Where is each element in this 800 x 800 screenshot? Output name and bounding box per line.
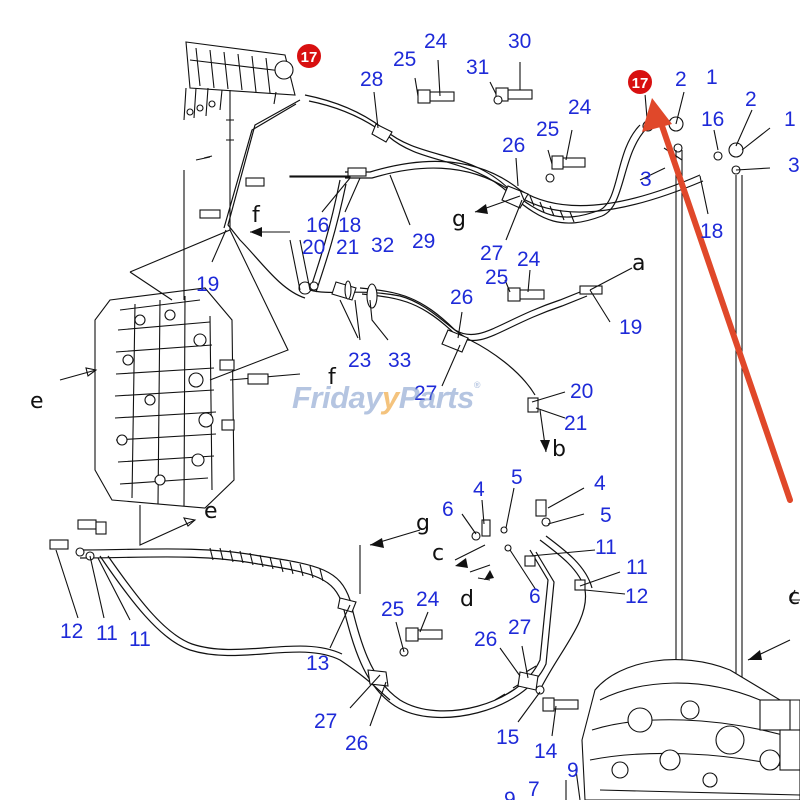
part-label: 16 <box>701 108 724 131</box>
part-label: 25 <box>536 118 559 141</box>
part-label: 26 <box>450 286 473 309</box>
part-label: 23 <box>348 349 371 372</box>
part-label: 18 <box>700 220 723 243</box>
part-label: 1 <box>784 108 796 131</box>
arrow-leaders-bottom <box>359 529 791 661</box>
hoses-top <box>223 94 704 396</box>
part-label: 20 <box>302 236 325 259</box>
hose-guard-top <box>519 189 575 223</box>
part-label: 25 <box>381 598 404 621</box>
part-label: 13 <box>306 652 329 675</box>
part-label: 11 <box>129 628 151 651</box>
part-label: 19 <box>196 273 219 296</box>
part-label: 18 <box>338 214 361 237</box>
ref-letter: e <box>30 389 44 414</box>
svg-text:17: 17 <box>632 75 649 92</box>
part-label: 4 <box>473 478 485 501</box>
part-label: 33 <box>388 349 411 372</box>
part-label: 28 <box>360 68 383 91</box>
leader-lines-top <box>211 59 771 419</box>
hose-guard-bottom <box>209 547 324 582</box>
part-label: 24 <box>424 30 448 53</box>
part-label: 24 <box>416 588 440 611</box>
part-label: 5 <box>600 504 612 527</box>
part-labels: 24 30 25 31 28 2 1 2 1 24 25 26 16 3 3 3… <box>60 30 800 800</box>
ref-letter: c <box>432 541 444 566</box>
part-label: 9 <box>504 788 516 800</box>
pump-leader-lines <box>675 150 743 690</box>
part-label: 2 <box>745 88 757 111</box>
part-label: 9 <box>567 759 579 782</box>
part-label: 4 <box>594 472 606 495</box>
part-label: 21 <box>564 412 587 435</box>
part-label: 12 <box>625 585 648 608</box>
part-label: 31 <box>466 56 489 79</box>
part-label: 26 <box>345 732 368 755</box>
hydraulic-pump <box>581 659 800 800</box>
ref-letter: g <box>416 511 430 536</box>
ref-letter: f <box>328 365 337 390</box>
valve-block-top <box>183 41 296 230</box>
part-label: 19 <box>619 316 642 339</box>
fittings-top <box>199 87 744 413</box>
ref-letter: e <box>204 499 218 524</box>
control-valve <box>94 287 235 509</box>
part-label: 5 <box>511 466 523 489</box>
part-label: 26 <box>474 628 497 651</box>
part-label: 6 <box>529 585 541 608</box>
part-label: 21 <box>336 236 359 259</box>
part-label: 25 <box>485 266 508 289</box>
part-label: 29 <box>412 230 435 253</box>
ref-letter: c <box>788 585 800 610</box>
badge-17-right: 17 <box>626 68 654 96</box>
ref-letter: d <box>460 587 474 612</box>
part-label: 27 <box>314 710 337 733</box>
part-label: 24 <box>568 96 592 119</box>
part-label: 12 <box>60 620 83 643</box>
pump-port <box>789 589 800 601</box>
part-label: 6 <box>442 498 454 521</box>
part-label: 3 <box>640 168 652 191</box>
svg-text:17: 17 <box>301 49 318 66</box>
part-label: 2 <box>675 68 687 91</box>
ref-letter: a <box>632 251 645 276</box>
leader-lines-bottom <box>55 487 626 737</box>
part-label: 11 <box>96 622 118 645</box>
ref-letter: b <box>552 437 566 462</box>
part-label: 25 <box>393 48 416 71</box>
letter-labels: f g a e f b e g c d c <box>30 203 800 612</box>
part-label: 1 <box>706 66 718 89</box>
leader-lines-valve <box>129 155 289 381</box>
fittings-bottom <box>49 499 586 712</box>
part-label: 24 <box>517 248 541 271</box>
part-label: 30 <box>508 30 531 53</box>
part-label: 14 <box>534 740 558 763</box>
part-label: 11 <box>626 556 648 579</box>
ref-letter: f <box>252 203 261 228</box>
pump-leaders <box>565 769 581 800</box>
watermark-logo: FridayyParts® <box>292 380 480 415</box>
part-label: 15 <box>496 726 519 749</box>
ref-letter: g <box>452 207 466 232</box>
part-label: 20 <box>570 380 593 403</box>
badge-17-left: 17 <box>295 42 323 70</box>
part-label: 11 <box>595 536 617 559</box>
part-label: 27 <box>414 382 437 405</box>
part-label: 32 <box>371 234 394 257</box>
part-label: 27 <box>508 616 531 639</box>
part-label: 3 <box>788 154 800 177</box>
part-label: 7 <box>528 778 540 800</box>
red-pointer-arrow <box>642 98 793 503</box>
part-label: 27 <box>480 242 503 265</box>
part-label: 16 <box>306 214 329 237</box>
part-label: 26 <box>502 134 525 157</box>
